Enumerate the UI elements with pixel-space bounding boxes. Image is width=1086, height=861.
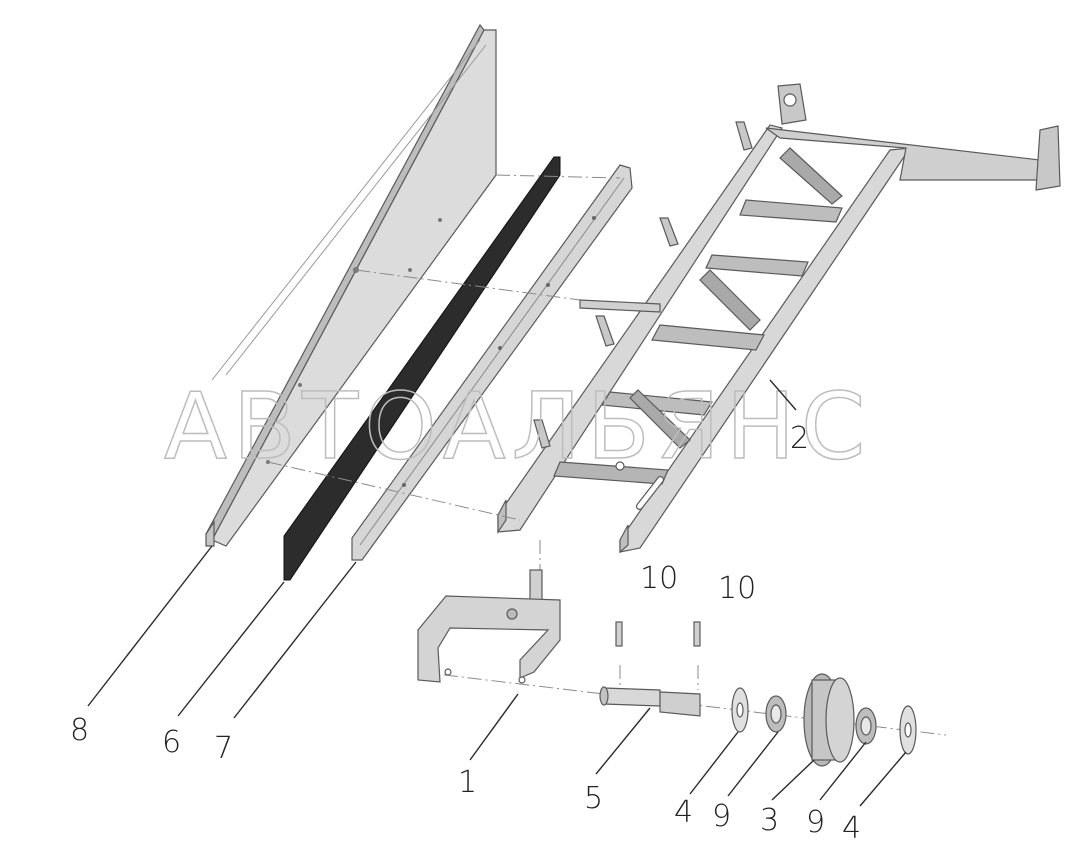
callout-9-left: 9 [712,799,731,834]
part-10-pins [615,621,701,647]
callout-10-right: 10 [718,571,756,606]
part-2-frame [497,83,1061,554]
part-9-bearing-left [765,695,787,733]
callout-4-right: 4 [842,811,861,846]
callout-5: 5 [584,781,603,816]
part-3-sprocket [803,673,855,767]
part-1-bracket [417,569,561,684]
part-6-rubber-strip [283,156,561,581]
callout-2: 2 [790,421,809,456]
part-8-side-panel [205,23,497,547]
callout-3: 3 [760,803,779,838]
part-7-clamp-bar [351,164,633,561]
callout-labels: 8 6 7 1 5 4 9 3 9 4 10 10 2 [70,421,861,846]
leader-lines [87,379,907,807]
watermark-logo: АВТОАЛЬЯНС [164,373,871,480]
callout-6: 6 [162,725,181,760]
callout-8: 8 [70,713,89,748]
part-4-washer-left [731,687,749,733]
callout-4-left: 4 [674,795,693,830]
rod [579,299,661,313]
callout-7: 7 [214,731,233,766]
part-5-shaft [599,686,701,717]
callout-9-right: 9 [806,805,825,840]
part-4-washer-right [899,705,917,755]
callout-10-left: 10 [640,561,678,596]
part-9-bearing-right [855,707,877,745]
callout-1: 1 [458,765,477,800]
